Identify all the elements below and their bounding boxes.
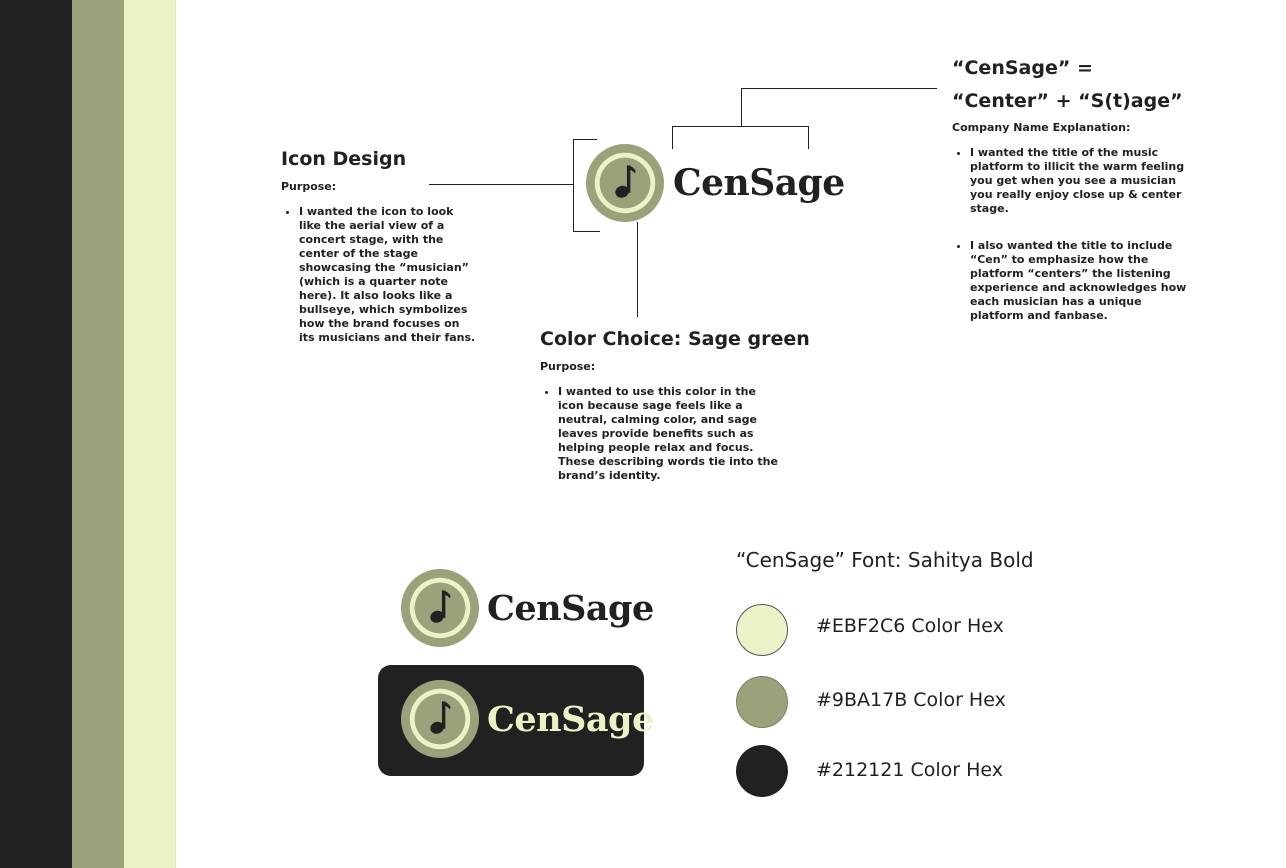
connector-name-horizontal — [741, 88, 937, 89]
bracket-icon-top — [573, 139, 597, 140]
icon-design-purpose-label: Purpose: — [281, 180, 337, 193]
quarter-note-bullseye-icon — [401, 680, 479, 758]
list-item: I also wanted the title to include “Cen”… — [970, 239, 1197, 323]
connector-icon-horizontal — [429, 184, 574, 185]
color-choice-bullets: I wanted to use this color in the icon b… — [540, 385, 785, 483]
list-item: I wanted the title of the music platform… — [970, 146, 1197, 216]
icon-design-bullets: I wanted the icon to look like the aeria… — [281, 205, 476, 345]
list-item: I wanted the icon to look like the aeria… — [299, 205, 476, 345]
connector-name-vertical — [741, 88, 742, 126]
main-logo-wordmark: CenSage — [673, 162, 845, 204]
bracket-name-right — [808, 126, 809, 149]
name-explanation-title-line2: “Center” + “S(t)age” — [952, 90, 1183, 112]
stripe-sage — [72, 0, 124, 868]
main-logo: CenSage — [586, 144, 845, 222]
swatch-light — [736, 604, 788, 656]
hex-label-dark: #212121 Color Hex — [816, 759, 1004, 781]
logo-light-variant: CenSage — [401, 569, 654, 647]
list-item: I wanted to use this color in the icon b… — [558, 385, 785, 483]
swatch-dark — [736, 745, 788, 797]
bracket-icon-vertical — [573, 139, 574, 232]
name-explanation-title-line1: “CenSage” = — [952, 57, 1093, 79]
color-choice-section: Color Choice: Sage green Purpose: I want… — [540, 328, 810, 483]
logo-light-wordmark: CenSage — [487, 587, 654, 629]
hex-label-light: #EBF2C6 Color Hex — [816, 615, 1004, 637]
icon-design-title: Icon Design — [281, 148, 407, 170]
bracket-name-horizontal — [672, 126, 809, 127]
quarter-note-bullseye-icon — [586, 144, 664, 222]
quarter-note-bullseye-icon — [401, 569, 479, 647]
logo-dark-inner: CenSage — [401, 680, 654, 758]
icon-design-section: Icon Design Purpose: I wanted the icon t… — [281, 148, 476, 345]
swatch-sage — [736, 676, 788, 728]
name-explanation-section: “CenSage” = “Center” + “S(t)age” Company… — [952, 57, 1197, 323]
color-choice-purpose-label: Purpose: — [540, 360, 596, 373]
logo-dark-wordmark: CenSage — [487, 698, 654, 740]
stripe-light — [124, 0, 176, 868]
connector-color-vertical — [637, 222, 638, 317]
bracket-name-left — [672, 126, 673, 149]
stripe-dark — [0, 0, 72, 868]
color-choice-title: Color Choice: Sage green — [540, 328, 810, 350]
bracket-icon-bottom — [573, 231, 600, 232]
font-info: “CenSage” Font: Sahitya Bold — [736, 548, 1034, 572]
hex-label-sage: #9BA17B Color Hex — [816, 689, 1006, 711]
name-explanation-label: Company Name Explanation: — [952, 121, 1131, 134]
name-explanation-bullets: I wanted the title of the music platform… — [952, 146, 1197, 323]
